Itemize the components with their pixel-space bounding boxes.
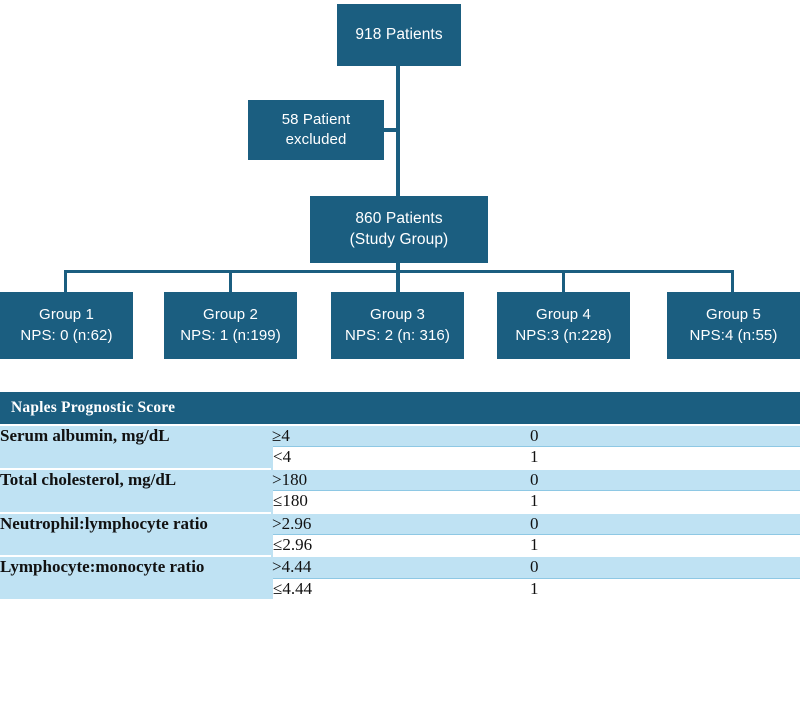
table-row: Neutrophil:lymphocyte ratio >2.96 0: [0, 511, 800, 557]
node-excluded-line-1: 58 Patient: [281, 110, 351, 128]
criterion-name: Serum albumin, mg/dL: [0, 424, 272, 469]
criterion-name: Neutrophil:lymphocyte ratio: [0, 511, 272, 557]
node-total-patients: 918 Patients: [337, 4, 461, 66]
connector-drop-group-4: [562, 270, 565, 292]
node-total-patients-label: 918 Patients: [355, 25, 443, 43]
node-group-2-name: Group 2: [203, 306, 258, 324]
criterion-score: 1: [530, 577, 800, 600]
patient-flow-diagram: 918 Patients 58 Patient excluded 860 Pat…: [0, 4, 800, 359]
table-row: Total cholesterol, mg/dL >180 0: [0, 467, 800, 513]
node-study-line-2: (Study Group): [349, 230, 449, 248]
criterion-cutoff: >4.44: [272, 555, 530, 579]
criterion-score: 1: [530, 533, 800, 557]
connector-total-to-study: [396, 66, 400, 196]
node-group-3-detail: NPS: 2 (n: 316): [345, 326, 450, 344]
node-excluded-line-2: excluded: [285, 131, 347, 148]
node-study-group: 860 Patients (Study Group): [310, 196, 488, 263]
table-row: Serum albumin, mg/dL ≥4 0: [0, 424, 800, 469]
criterion-name: Lymphocyte:monocyte ratio: [0, 555, 272, 600]
criterion-name: Total cholesterol, mg/dL: [0, 467, 272, 513]
node-group-1-detail: NPS: 0 (n:62): [20, 326, 113, 344]
connector-distributor-bar: [64, 270, 734, 273]
criterion-cutoff: >180: [272, 467, 530, 491]
criterion-cutoff: ≤4.44: [271, 577, 530, 600]
connector-drop-group-3: [396, 270, 399, 292]
criterion-score: 0: [530, 555, 800, 579]
criterion-score: 1: [530, 446, 800, 469]
table-row: Lymphocyte:monocyte ratio >4.44 0: [0, 555, 800, 600]
criterion-cutoff: ≥4: [272, 424, 530, 447]
criterion-cutoff: <4: [271, 446, 530, 469]
node-group-1-name: Group 1: [39, 306, 94, 324]
criterion-score: 0: [530, 511, 800, 535]
node-group-1: Group 1 NPS: 0 (n:62): [0, 292, 133, 359]
node-group-5: Group 5 NPS:4 (n:55): [667, 292, 800, 359]
table-row: ≤4.44 1: [0, 577, 800, 600]
naples-prognostic-score-table: Naples Prognostic Score Serum albumin, m…: [0, 392, 800, 600]
criterion-score: 1: [530, 490, 800, 513]
connector-drop-group-5: [731, 270, 734, 292]
node-group-4: Group 4 NPS:3 (n:228): [497, 292, 630, 359]
criterion-cutoff: >2.96: [272, 511, 530, 535]
criterion-cutoff: ≤2.96: [271, 533, 530, 557]
node-excluded-patients: 58 Patient excluded: [248, 100, 384, 160]
table-row: ≤2.96 1: [0, 533, 800, 557]
table-header-row: Naples Prognostic Score: [0, 392, 800, 425]
node-group-2-detail: NPS: 1 (n:199): [180, 326, 281, 344]
connector-drop-group-1: [64, 270, 67, 292]
connector-drop-group-2: [229, 270, 232, 292]
table-title: Naples Prognostic Score: [0, 392, 800, 425]
criterion-score: 0: [530, 424, 800, 447]
criterion-score: 0: [530, 467, 800, 491]
node-group-4-name: Group 4: [536, 306, 591, 324]
node-group-3-name: Group 3: [370, 306, 425, 324]
connector-stub-to-excluded: [384, 128, 398, 132]
table-row: ≤180 1: [0, 490, 800, 513]
criterion-cutoff: ≤180: [271, 490, 530, 513]
table-row: <4 1: [0, 446, 800, 469]
node-group-5-detail: NPS:4 (n:55): [689, 326, 778, 344]
node-group-4-detail: NPS:3 (n:228): [515, 326, 612, 344]
node-group-2: Group 2 NPS: 1 (n:199): [164, 292, 297, 359]
node-group-3: Group 3 NPS: 2 (n: 316): [331, 292, 464, 359]
node-study-line-1: 860 Patients: [355, 209, 443, 227]
node-group-5-name: Group 5: [706, 306, 761, 324]
